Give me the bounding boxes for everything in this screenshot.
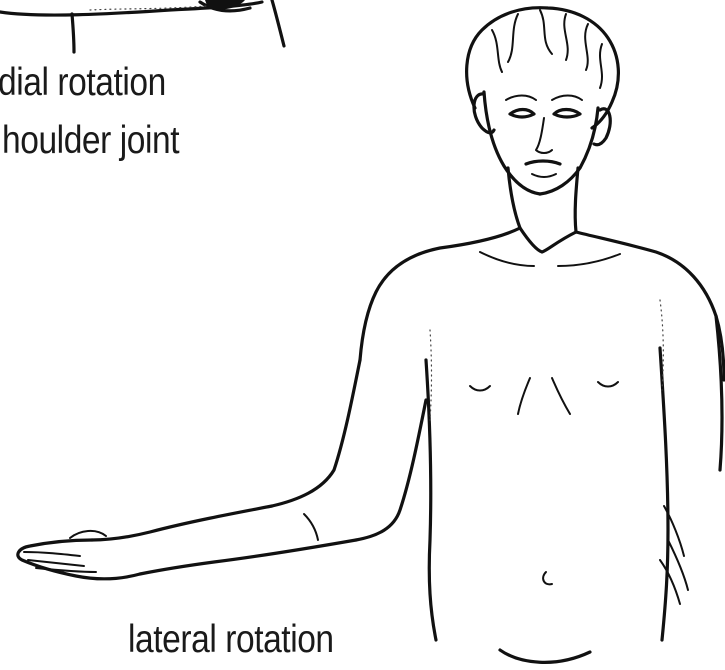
right-eye [554, 110, 580, 118]
left-nipple [470, 386, 490, 391]
lateral-rotation-label: lateral rotation [128, 620, 334, 659]
right-shoulder [576, 232, 724, 380]
elbow-crease [304, 514, 318, 540]
torso [360, 228, 724, 662]
collarbone-marks [480, 252, 620, 266]
right-arm [660, 316, 722, 604]
head [467, 8, 619, 194]
face-left-contour [484, 92, 540, 194]
fingers [24, 552, 96, 572]
nose [536, 118, 552, 153]
mouth [526, 161, 560, 164]
upper-arm-top [272, 360, 360, 506]
sternum-right [552, 378, 570, 414]
face-right-contour [540, 108, 598, 194]
hair-outline [467, 8, 619, 128]
forearm-bottom [140, 540, 356, 574]
medial-rotation-label-line-1: dial rotation [0, 63, 166, 102]
forearm-top [92, 506, 272, 540]
sternum-left [518, 378, 530, 414]
left-shoulder [360, 228, 520, 360]
hand [18, 540, 140, 579]
left-eye [510, 110, 534, 118]
right-torso-side [660, 348, 668, 640]
thumb [70, 531, 106, 538]
medial-rotation-arm-fragment [0, 0, 284, 52]
medial-rotation-label-line-2: houlder joint [2, 121, 179, 160]
left-eyebrow [506, 96, 536, 101]
left-arm [18, 360, 426, 579]
abdomen-lower [500, 650, 590, 662]
navel [543, 572, 552, 584]
upper-arm-bottom [356, 400, 426, 540]
left-torso-side [426, 360, 436, 640]
right-nipple [598, 382, 618, 387]
right-eyebrow [552, 96, 582, 101]
